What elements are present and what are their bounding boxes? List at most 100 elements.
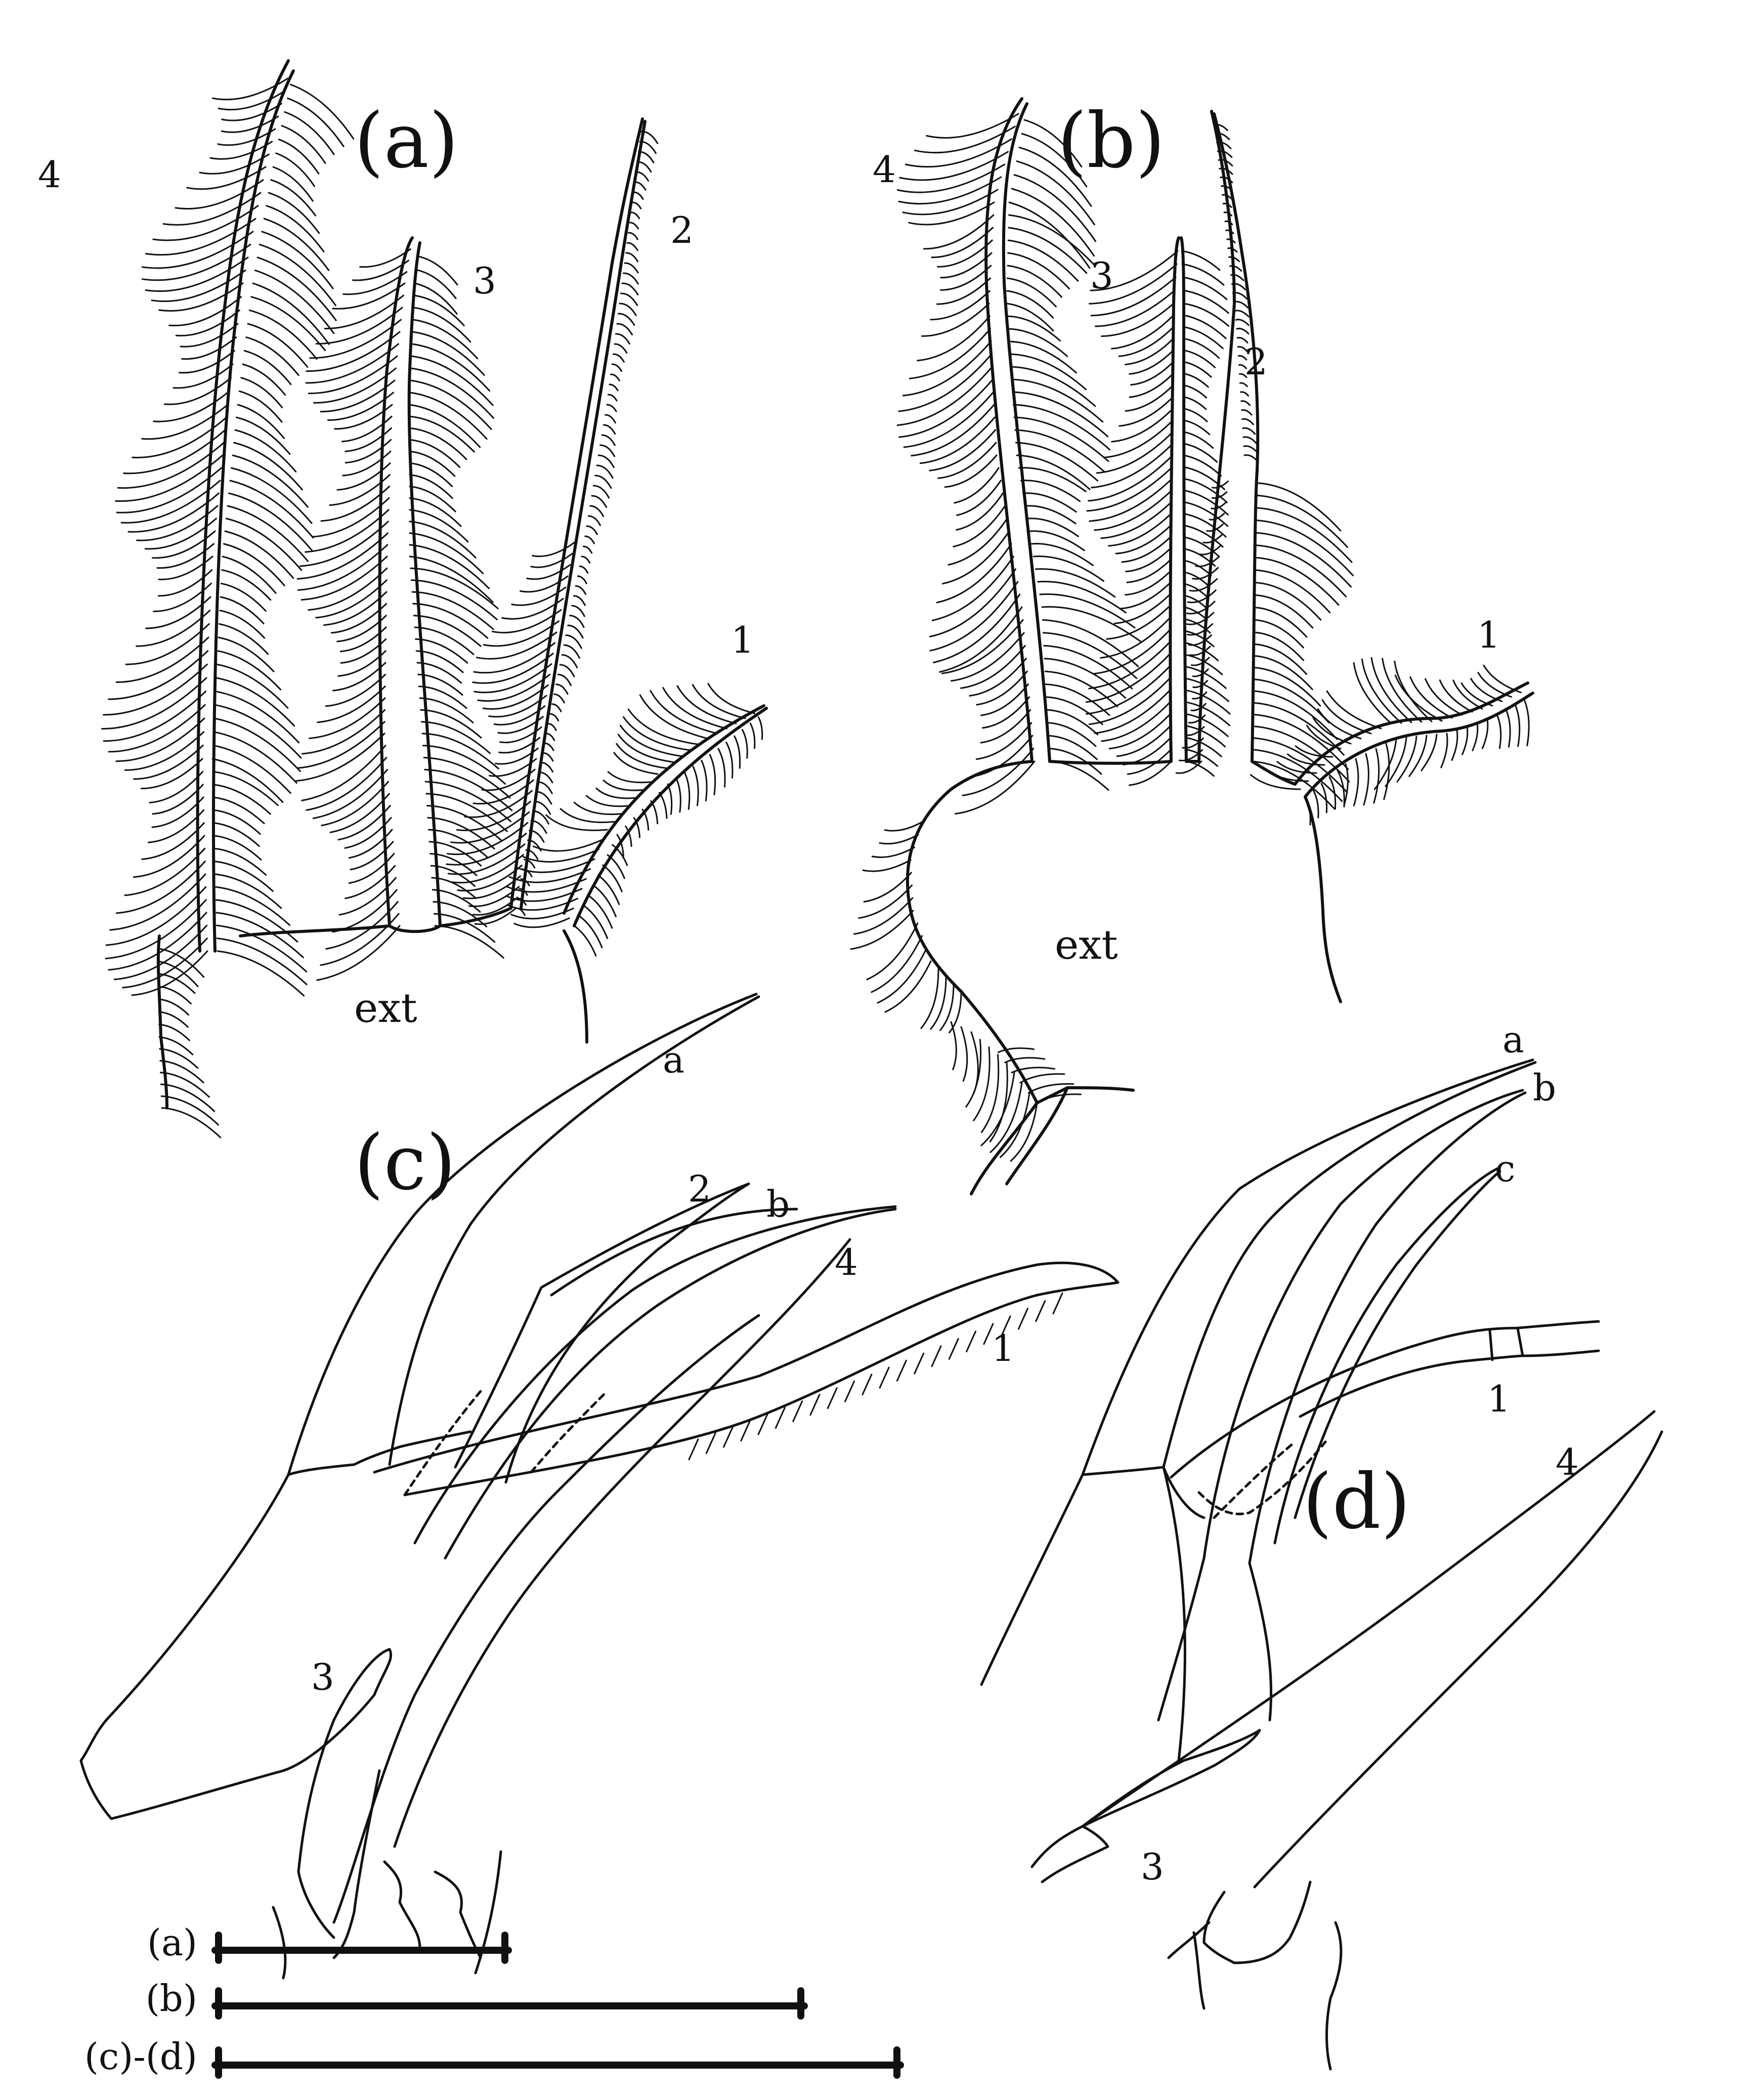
setule [409,415,475,453]
setule [447,822,529,855]
setule [1028,530,1085,551]
setule [1189,578,1218,592]
setule [948,1338,959,1360]
setule [1006,303,1054,332]
panel-b-base-outline [906,760,1342,1003]
setule [1236,327,1250,335]
setule [1255,556,1340,606]
setule [287,97,345,147]
setule [1328,776,1337,810]
setule [1505,709,1511,748]
setule [858,884,913,919]
setule [336,462,391,491]
setule [1252,737,1348,793]
setule [1251,760,1336,810]
setule [884,960,932,1013]
setule [636,161,652,173]
setule [1421,734,1438,772]
setule [446,833,527,866]
setule [215,886,291,926]
setule [969,735,1034,778]
setule [409,450,456,477]
setule [1195,555,1220,567]
setule [591,495,608,508]
setule [226,518,303,571]
panel-a-base-outline [239,907,588,1044]
setule [1187,589,1217,604]
panel-a-drawing: (a) 4 3 2 1 ext [38,59,768,1109]
setule [1018,146,1092,207]
setule [297,544,389,591]
setule [133,744,204,780]
setule [921,303,990,337]
setule [641,808,650,831]
setule [1126,560,1171,583]
setule [1185,725,1226,748]
setule [980,709,1031,744]
setule [1125,337,1174,366]
setule [212,796,265,825]
setule [409,509,469,543]
setule [254,269,335,334]
panel-c-seta-b [550,1208,798,1297]
setule [113,924,208,980]
panel-c-seta-1-setules [688,1292,1063,1461]
setule [597,454,615,468]
setule [261,231,334,289]
scale-bars: (a) (b) (c)-(d) [84,1921,904,2079]
setule [742,729,748,759]
setule [629,222,639,230]
setule [1326,690,1382,730]
setule [1186,601,1216,615]
setule [931,227,994,259]
setule [299,521,389,567]
setule [409,404,481,448]
setule [456,800,532,831]
panel-c-lower-fragment [272,1850,502,1980]
setule [1183,512,1227,538]
setule [158,1036,194,1055]
setule [937,442,997,479]
setule [158,555,213,580]
setule [1189,646,1211,656]
setule [233,442,303,491]
setule [156,543,214,569]
setule [997,1047,1035,1053]
setule [1408,735,1428,777]
setule [1088,641,1170,690]
setule [338,877,397,916]
setule [650,690,718,735]
setule [563,644,580,659]
setule [1241,418,1255,425]
setule [939,983,955,1031]
setule [216,677,295,727]
panel-d-seta-1-label: 1 [1487,1378,1511,1420]
setule [1394,674,1443,722]
setule [757,1413,768,1435]
setule [1472,722,1479,751]
setule [617,734,675,763]
setule [420,721,491,754]
setule [1035,1300,1046,1322]
setule [1103,419,1174,458]
panel-b-label: (b) [1057,97,1165,185]
setule [931,555,1014,621]
setule [1008,227,1088,274]
setule [1129,349,1174,375]
setule [145,218,256,256]
setule [1233,301,1249,309]
scale-bar-b [211,1987,808,2020]
setule [929,429,996,472]
setule [514,858,595,873]
setule [157,985,192,1005]
panel-c-drawing: (c) a 2 b 4 1 3 [79,993,1120,1980]
setule [1236,337,1249,344]
setule [1007,328,1068,357]
setule [259,243,336,307]
setule [1089,478,1173,522]
setule [1181,250,1221,271]
setule [1183,303,1230,327]
panel-d-seta-3 [1081,1729,1261,1828]
setule [953,505,1006,547]
setule [1125,384,1174,412]
